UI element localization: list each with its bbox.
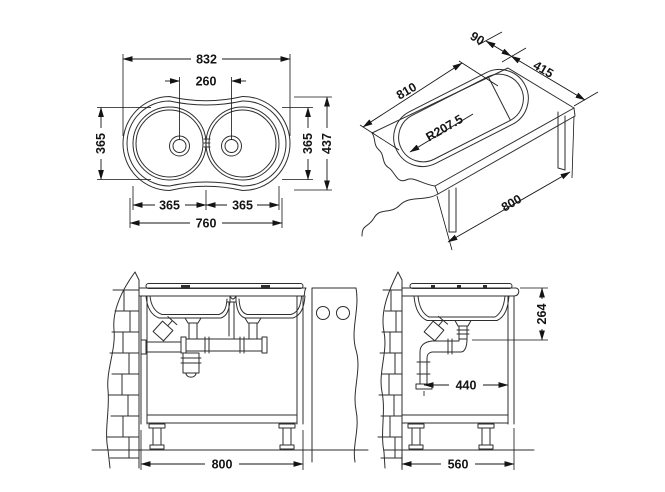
dim-plan-overall-length: 832 <box>196 53 217 67</box>
adjacent-panel <box>311 287 359 463</box>
brick-wall-side <box>377 271 403 469</box>
countertop <box>138 287 307 297</box>
dim-side-cabinet-depth: 560 <box>448 458 469 472</box>
worktop-torn-apron <box>361 193 439 237</box>
sink-rim-section <box>145 283 304 289</box>
dim-plan-right-bowl-width: 365 <box>232 199 253 213</box>
cabinet-side-carcass <box>401 295 515 425</box>
dim-plan-bowl-span: 760 <box>196 217 217 231</box>
side-elevation-view: 264 440 560 <box>377 271 549 472</box>
rim-screw-2 <box>457 285 461 288</box>
cabinet-side-panel <box>557 111 566 171</box>
rim-screw-3 <box>483 285 487 288</box>
right-bowl <box>205 106 280 181</box>
dim-iso-back-edge-offset: 90 <box>468 29 487 48</box>
dim-iso-cutout-width: 415 <box>531 58 556 81</box>
isometric-view: 810 90 415 R207.5 800 <box>359 29 599 251</box>
rim-screw-1 <box>431 285 435 288</box>
dim-front-cabinet-width: 800 <box>212 458 233 472</box>
right-tap-hole-mark <box>261 285 270 288</box>
dim-plan-left-bowl-diameter: 365 <box>94 133 108 154</box>
worktop-top-face <box>371 67 575 187</box>
dim-plan-overall-width: 437 <box>320 133 334 154</box>
cabinet-front-panel <box>448 187 457 233</box>
bowl-section-side <box>413 295 510 321</box>
right-bowl-base <box>208 109 277 178</box>
dim-plan-drain-spacing: 260 <box>196 75 217 89</box>
dim-iso-corner-radius: R207.5 <box>424 112 466 144</box>
siphon-trap <box>140 316 268 378</box>
drain-assembly <box>184 317 262 340</box>
worktop-front-edge <box>434 107 576 195</box>
dim-iso-cutout-length: 810 <box>394 80 419 103</box>
left-bowl-base <box>135 109 204 178</box>
front-elevation-view: 800 <box>91 271 369 472</box>
dim-plan-right-bowl-diameter: 365 <box>301 133 315 154</box>
left-tap-hole-mark <box>181 285 190 288</box>
divider-detail <box>203 138 211 148</box>
cabinet-carcass <box>140 295 304 425</box>
overflow-pipe <box>226 301 237 340</box>
sink-rim <box>126 100 287 187</box>
cabinet-legs <box>148 423 296 450</box>
dim-plan-left-bowl-width: 365 <box>159 199 180 213</box>
left-bowl-section <box>145 295 231 319</box>
dim-side-trap-offset: 440 <box>456 379 477 393</box>
plan-view: 832 260 365 365 437 365 365 760 <box>94 52 334 231</box>
sink-outline <box>122 95 291 192</box>
right-drain-hole <box>224 139 239 153</box>
countertop-side <box>401 287 520 297</box>
sink-rim-side <box>409 283 513 289</box>
right-bowl-section <box>229 295 306 319</box>
left-drain-hole <box>172 139 187 153</box>
cabinet-side-legs <box>407 423 495 450</box>
drain-side <box>454 320 472 340</box>
dim-side-drain-height: 264 <box>535 304 549 325</box>
brick-wall <box>106 271 140 469</box>
